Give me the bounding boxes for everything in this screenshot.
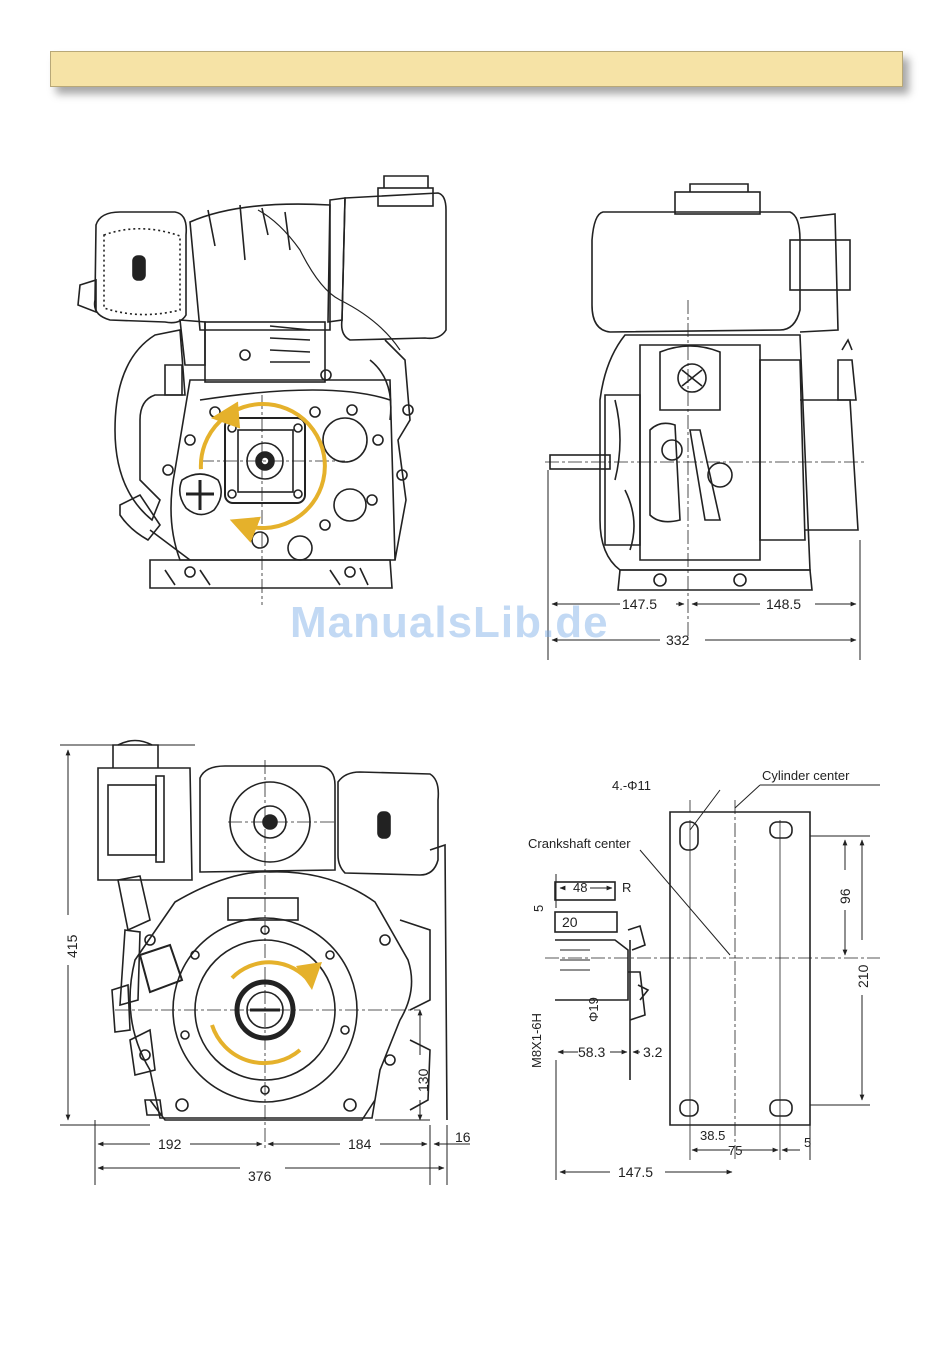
dim-hole-margin: 5 bbox=[804, 1135, 811, 1150]
dim-shaft-dia: Φ19 bbox=[586, 997, 601, 1022]
dim-front-offset: 16 bbox=[455, 1129, 471, 1145]
dim-front-left: 192 bbox=[158, 1136, 182, 1152]
dim-base-length: 147.5 bbox=[618, 1164, 653, 1180]
engine-rear-view bbox=[545, 184, 865, 640]
dim-side-total: 332 bbox=[666, 632, 690, 648]
engine-left-view bbox=[78, 176, 446, 605]
dim-front-total: 376 bbox=[248, 1168, 272, 1184]
watermark: ManualsLib.de bbox=[290, 598, 609, 648]
dim-front-shaft-height: 130 bbox=[415, 1068, 431, 1092]
dim-key-width: 48 bbox=[573, 880, 587, 895]
dim-hole-offset: 38.5 bbox=[700, 1128, 725, 1143]
label-cylinder-center: Cylinder center bbox=[762, 768, 850, 783]
dim-side-right: 148.5 bbox=[766, 596, 801, 612]
dim-hole-span: 75 bbox=[728, 1143, 742, 1158]
dim-key-depth: 5 bbox=[531, 905, 546, 912]
dim-bolt-spacing: 210 bbox=[855, 964, 871, 988]
label-bolt-holes: 4.-Φ11 bbox=[612, 778, 651, 793]
dim-front-height: 415 bbox=[64, 934, 80, 958]
rotation-arrow-icon bbox=[212, 962, 322, 1063]
dim-key-length: 20 bbox=[562, 914, 578, 930]
dim-shaft-length: 58.3 bbox=[578, 1044, 605, 1060]
label-thread: M8X1-6H bbox=[529, 1013, 544, 1068]
dim-cyl-offset: 96 bbox=[837, 888, 853, 904]
dim-side-left: 147.5 bbox=[622, 596, 657, 612]
dim-front-right: 184 bbox=[348, 1136, 372, 1152]
label-key-r: R bbox=[622, 880, 631, 895]
engine-front-view bbox=[98, 741, 447, 1151]
label-crankshaft-center: Crankshaft center bbox=[528, 836, 631, 851]
mounting-detail bbox=[545, 800, 880, 1160]
dim-shaft-step: 3.2 bbox=[643, 1044, 663, 1060]
